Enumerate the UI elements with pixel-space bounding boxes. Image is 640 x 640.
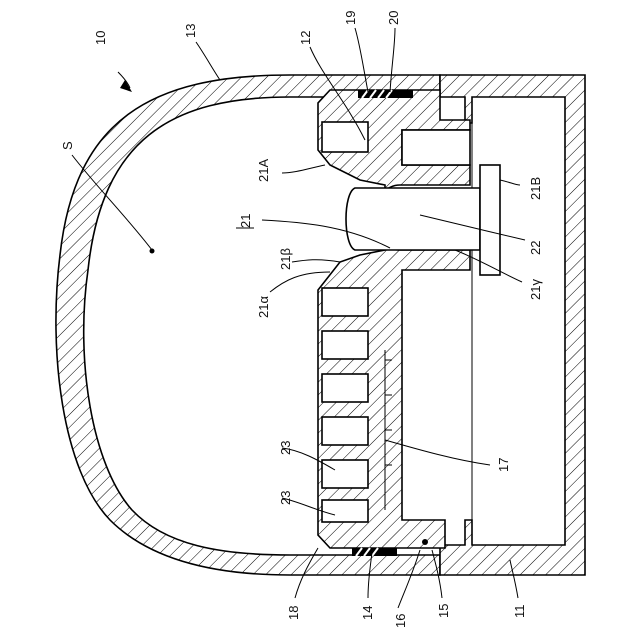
arrow-10: [120, 80, 132, 92]
label-S: S: [60, 141, 75, 150]
label-21gamma: 21γ: [528, 279, 543, 300]
label-14: 14: [360, 606, 375, 620]
label-12: 12: [298, 31, 313, 45]
flange-21B: [480, 165, 500, 275]
label-21alpha: 21α: [256, 296, 271, 318]
label-17: 17: [496, 458, 511, 472]
seal-dot: [422, 539, 428, 545]
upper-pocket: [322, 122, 368, 152]
label-13: 13: [183, 24, 198, 38]
label-16: 16: [393, 614, 408, 628]
label-21A: 21A: [256, 159, 271, 182]
label-10: 10: [93, 31, 108, 45]
label-19: 19: [343, 11, 358, 25]
label-21beta: 21β: [278, 248, 293, 270]
label-15: 15: [436, 604, 451, 618]
label-23-lower: 23: [278, 491, 293, 505]
label-23-upper: 23: [278, 441, 293, 455]
label-18: 18: [286, 606, 301, 620]
label-22: 22: [528, 241, 543, 255]
upper-channel: [402, 130, 470, 165]
label-11: 11: [512, 605, 527, 619]
valve-22: [346, 188, 480, 250]
label-20: 20: [386, 11, 401, 25]
label-21: 21: [238, 214, 253, 228]
label-21B: 21B: [528, 177, 543, 200]
point-S: [150, 249, 155, 254]
